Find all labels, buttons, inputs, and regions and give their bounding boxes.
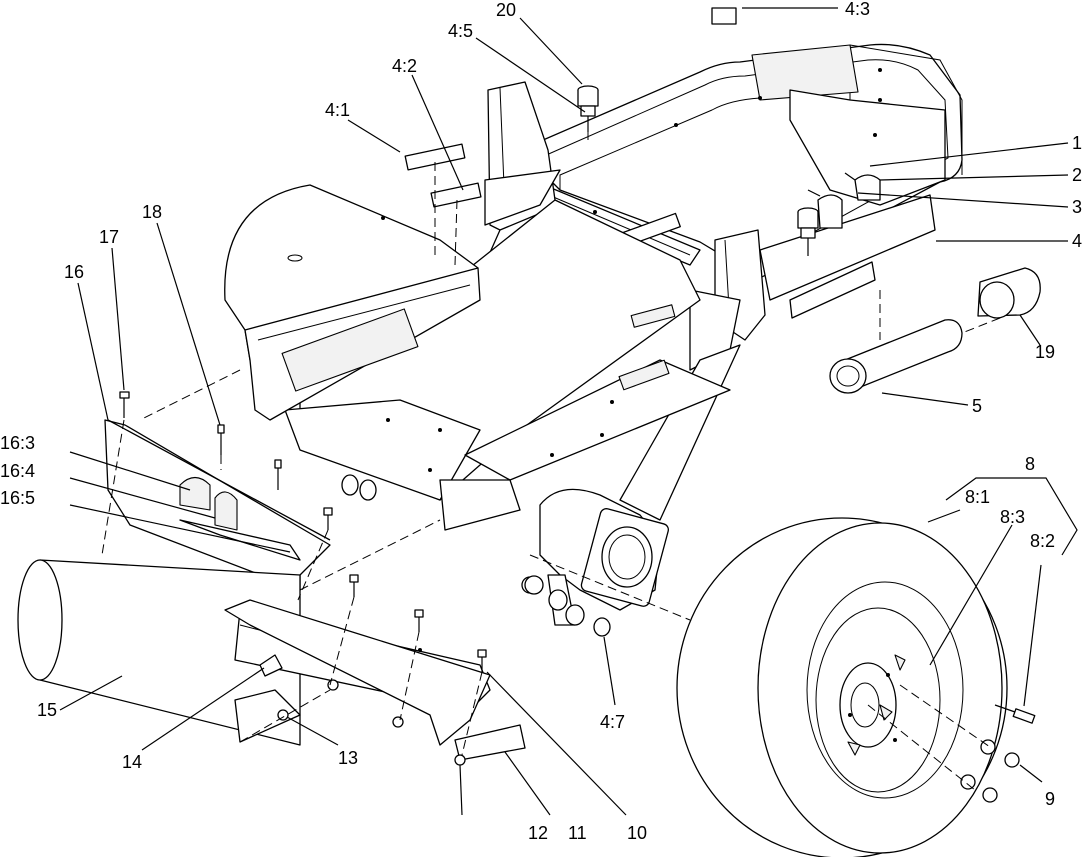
callout-17: 17 — [99, 227, 119, 247]
bumper-rear — [797, 207, 819, 256]
callout-4-3: 4:3 — [845, 0, 870, 19]
callout-4-1: 4:1 — [325, 100, 350, 120]
callout-2: 2 — [1072, 165, 1082, 185]
callout-4: 4 — [1072, 231, 1082, 251]
wheel-motor-housing — [539, 488, 669, 611]
bolt-mid — [349, 574, 359, 597]
callout-8-1: 8:1 — [965, 487, 990, 507]
front-deck-plate — [104, 419, 331, 591]
callout-16-3: 16:3 — [0, 433, 35, 453]
callout-20: 20 — [496, 0, 516, 20]
bolt-upper — [274, 459, 282, 490]
lower-bracket — [224, 599, 526, 761]
callout-19: 19 — [1035, 342, 1055, 362]
callout-11: 11 — [568, 823, 587, 843]
bolt-17 — [119, 391, 130, 418]
callout-18: 18 — [142, 202, 162, 222]
callout-13: 13 — [338, 748, 358, 768]
main-frame — [519, 43, 963, 319]
assembly-lines — [101, 132, 1001, 791]
wheel-assembly — [676, 517, 1008, 857]
callout-9: 9 — [1045, 789, 1055, 809]
callout-8-2: 8:2 — [1030, 531, 1055, 551]
bushing-19 — [977, 267, 1041, 319]
valve-stem-8-2 — [994, 704, 1036, 724]
spacers-4-7 — [524, 574, 611, 637]
right-deck-plate — [439, 359, 731, 531]
callout-16-4: 16:4 — [0, 461, 35, 481]
bumper-20 — [577, 85, 599, 132]
bolt-18 — [217, 424, 225, 455]
callout-8-3: 8:3 — [1000, 507, 1025, 527]
bolt-center — [323, 507, 333, 530]
callout-4-7: 4:7 — [600, 712, 625, 732]
callout-5: 5 — [972, 396, 982, 416]
decals — [404, 7, 737, 208]
axle-5 — [829, 319, 963, 394]
callout-3: 3 — [1072, 197, 1082, 217]
foot-board — [284, 199, 701, 501]
left-deck-plate — [224, 184, 481, 421]
callout-8: 8 — [1025, 454, 1035, 474]
callout-16: 16 — [64, 262, 84, 282]
leader-lines — [59, 7, 1078, 816]
bolt-10 — [477, 649, 487, 672]
callout-1: 1 — [1072, 133, 1082, 153]
callout-4-2: 4:2 — [392, 56, 417, 76]
bolt-right — [414, 609, 424, 632]
callout-14: 14 — [122, 752, 142, 772]
callout-12: 12 — [528, 823, 548, 843]
callout-15: 15 — [37, 700, 57, 720]
callout-4-5: 4:5 — [448, 21, 473, 41]
callout-16-5: 16:5 — [0, 488, 35, 508]
callout-10: 10 — [627, 823, 647, 843]
